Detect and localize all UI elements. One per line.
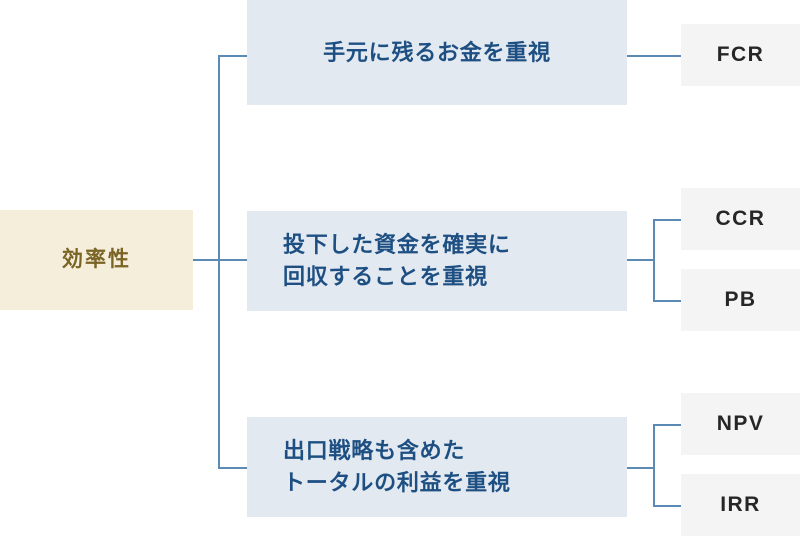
metric-node-irr-label: IRR — [720, 493, 761, 517]
connector-root-to-trunk — [193, 259, 220, 261]
connector-trunk-to-category-2 — [218, 259, 247, 261]
category-node-3[interactable]: 出口戦略も含めた トータルの利益を重視 — [247, 417, 627, 517]
metric-node-fcr-label: FCR — [716, 43, 765, 67]
connector-category-3-split-vertical — [653, 424, 655, 507]
metric-node-irr[interactable]: IRR — [681, 474, 800, 536]
category-node-1[interactable]: 手元に残るお金を重視 — [247, 0, 627, 105]
root-node-efficiency[interactable]: 効率性 — [0, 210, 193, 310]
metric-node-ccr-label: CCR — [715, 207, 766, 231]
connector-category-3-stem — [627, 467, 655, 469]
connector-category-2-split-vertical — [653, 219, 655, 302]
category-node-1-label: 手元に残るお金を重視 — [323, 39, 551, 65]
metric-node-ccr[interactable]: CCR — [681, 188, 800, 250]
category-node-3-label: 出口戦略も含めた トータルの利益を重視 — [283, 438, 511, 495]
metric-node-fcr[interactable]: FCR — [681, 24, 800, 86]
connector-trunk-vertical — [218, 55, 220, 469]
connector-category-2-stem — [627, 259, 655, 261]
root-node-label: 効率性 — [61, 247, 132, 271]
category-node-2[interactable]: 投下した資金を確実に 回収することを重視 — [247, 211, 627, 311]
metric-node-pb-label: PB — [724, 288, 757, 312]
metric-node-npv-label: NPV — [716, 412, 765, 436]
metric-node-pb[interactable]: PB — [681, 269, 800, 331]
metric-node-npv[interactable]: NPV — [681, 393, 800, 455]
connector-trunk-to-category-3 — [218, 467, 247, 469]
category-node-2-label: 投下した資金を確実に 回収することを重視 — [283, 232, 511, 289]
connector-category-3-to-npv — [653, 424, 681, 426]
connector-category-2-to-ccr — [653, 219, 681, 221]
connector-trunk-to-category-1 — [218, 55, 247, 57]
connector-category-1-to-fcr — [627, 55, 681, 57]
connector-category-2-to-pb — [653, 300, 681, 302]
connector-category-3-to-irr — [653, 505, 681, 507]
